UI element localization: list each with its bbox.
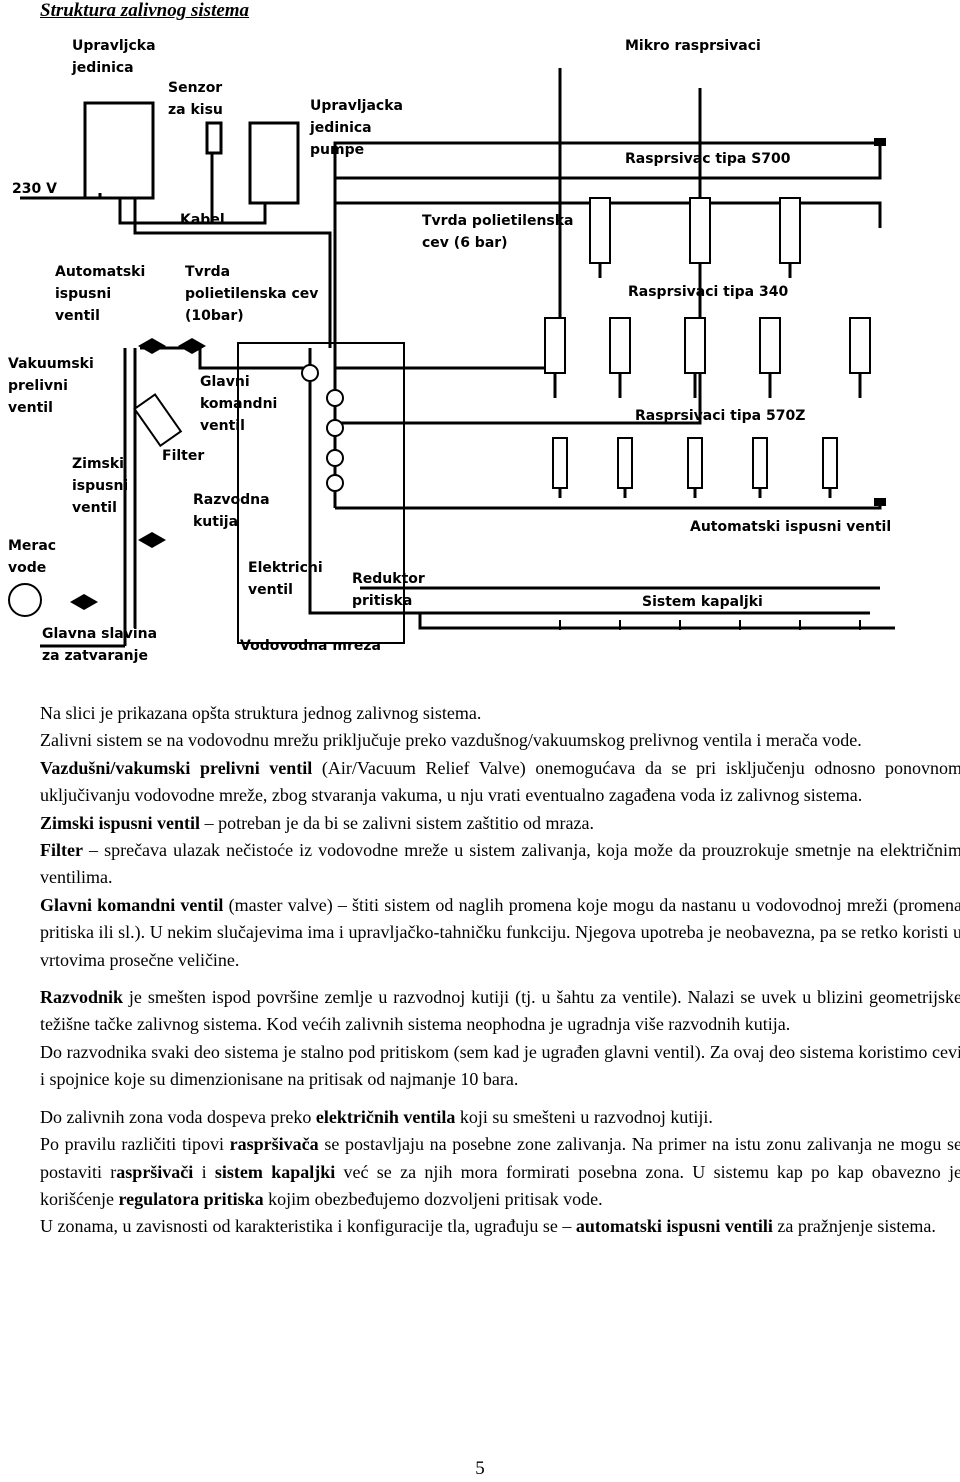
label-pumpe-2: jedinica — [309, 120, 372, 136]
label-230v: 230 V — [12, 181, 57, 197]
label-merac-1: Merac — [8, 538, 56, 554]
label-glavni-1: Glavni — [200, 374, 250, 390]
distribution-box — [237, 342, 405, 644]
label-zimski-3: ventil — [72, 500, 117, 516]
paragraph: Po pravilu različiti tipovi raspršivača … — [40, 1131, 960, 1213]
label-razvodna-1: Razvodna — [193, 492, 270, 508]
paragraph-text: Do razvodnika svaki deo sistema je staln… — [40, 1041, 960, 1090]
paragraph-text: već se za njih mora formirati posebna zo… — [40, 1161, 960, 1209]
label-tip570z: Rasprsivaci tipa 570Z — [635, 408, 805, 424]
label-glavni-3: ventil — [200, 418, 245, 434]
label-automatski-1: Automatski — [55, 264, 145, 280]
label-glavni-2: komandni — [200, 396, 277, 412]
paragraph-text: se postavljaju na posebne zone zalivanja… — [40, 1134, 960, 1182]
label-slavina-1: Glavna slavina — [42, 626, 157, 642]
paragraph-text: (master valve) – štiti sistem od naglih … — [40, 894, 960, 970]
label-mikro: Mikro rasprsivaci — [625, 38, 761, 54]
bold-term: aspršivači — [116, 1161, 194, 1182]
paragraph-text: (Air/Vacuum Relief Valve) onemogućava da… — [40, 757, 960, 806]
label-elektricni-1: Elektricni — [248, 560, 323, 576]
label-elektricni-2: ventil — [248, 582, 293, 598]
bold-term: električnih ventila — [315, 1106, 456, 1127]
label-upravljacka-2: jedinica — [71, 60, 134, 76]
section-heading: Struktura zalivnog sistema — [40, 0, 250, 21]
irrigation-system-diagram: Upravljcka jedinica Senzor za kisu Uprav… — [8, 38, 895, 664]
bold-term: Zimski ispusni ventil — [40, 812, 201, 833]
label-pumpe-3: pumpe — [310, 142, 364, 158]
bold-term: Glavni komandni ventil — [40, 894, 224, 915]
label-tvrda6-2: cev (6 bar) — [422, 235, 508, 251]
bold-term: automatski ispusni ventili — [575, 1216, 773, 1237]
paragraph: Filter – sprečava ulazak nečistoće iz vo… — [40, 837, 960, 892]
label-vakuumski-2: prelivni — [8, 378, 68, 394]
label-vodovodna-mreza: Vodovodna mreza — [240, 638, 381, 654]
label-kabel: Kabel — [180, 212, 225, 228]
label-automatski-2: ispusni — [55, 286, 111, 302]
label-tvrda10-2: polietilenska cev — [185, 286, 318, 302]
paragraph: Na slici je prikazana opšta struktura je… — [40, 700, 960, 727]
paragraph: Zimski ispusni ventil – potreban je da b… — [40, 810, 960, 837]
paragraph: Do zalivnih zona voda dospeva preko elek… — [40, 1104, 960, 1131]
rain-sensor — [205, 121, 223, 155]
paragraph: Do razvodnika svaki deo sistema je staln… — [40, 1039, 960, 1094]
label-tvrda6-1: Tvrda polietilenska — [422, 213, 574, 229]
paragraph-text: U zonama, u zavisnosti od karakteristika… — [40, 1216, 576, 1237]
bold-term: Filter — [40, 840, 83, 861]
paragraph-text: Zalivni sistem se na vodovodnu mrežu pri… — [40, 730, 862, 751]
bold-term: Vazdušni/vakumski prelivni ventil — [40, 757, 313, 778]
label-zimski-2: ispusni — [72, 478, 128, 494]
paragraph: U zonama, u zavisnosti od karakteristika… — [40, 1213, 960, 1240]
label-tvrda10-1: Tvrda — [185, 264, 230, 280]
pump-controller-box — [248, 121, 300, 205]
bold-term: Razvodnik — [40, 987, 124, 1008]
label-reduktor-1: Reduktor — [352, 571, 425, 587]
label-automatski-3: ventil — [55, 308, 100, 324]
label-kapaljke: Sistem kapaljki — [642, 594, 763, 610]
paragraph: Zalivni sistem se na vodovodnu mrežu pri… — [40, 727, 960, 754]
paragraph-text: i — [193, 1161, 215, 1182]
paragraph: Vazdušni/vakumski prelivni ventil (Air/V… — [40, 755, 960, 810]
label-reduktor-2: pritiska — [352, 593, 412, 609]
bold-term: raspršivača — [229, 1134, 319, 1155]
label-merac-2: vode — [8, 560, 46, 576]
controller-box — [83, 101, 155, 200]
label-tvrda10-3: (10bar) — [185, 308, 244, 324]
paragraph: Glavni komandni ventil (master valve) – … — [40, 892, 960, 974]
label-vakuumski-1: Vakuumski — [8, 356, 94, 372]
label-pumpe-1: Upravljacka — [310, 98, 403, 114]
label-upravljacka-1: Upravljcka — [72, 38, 156, 54]
paragraph-text: koji su smešteni u razvodnoj kutiji. — [455, 1106, 713, 1127]
label-razvodna-2: kutija — [193, 514, 238, 530]
label-senzor-1: Senzor — [168, 80, 222, 96]
label-vakuumski-3: ventil — [8, 400, 53, 416]
bold-term: regulatora pritiska — [118, 1188, 264, 1209]
paragraph-text: Po pravilu različiti tipovi — [40, 1134, 230, 1155]
label-s700: Rasprsivac tipa S700 — [625, 151, 791, 167]
label-zimski-1: Zimski — [72, 456, 124, 472]
page-number: 5 — [475, 1458, 485, 1479]
label-automatski-desno: Automatski ispusni ventil — [690, 519, 891, 535]
paragraph-text: je smešten ispod površine zemlje u razvo… — [40, 987, 960, 1035]
label-tip340: Rasprsivaci tipa 340 — [628, 284, 788, 300]
paragraph-text: Do zalivnih zona voda dospeva preko — [40, 1106, 316, 1127]
paragraph-text: Na slici je prikazana opšta struktura je… — [40, 703, 482, 723]
body-text: Na slici je prikazana opšta struktura je… — [40, 700, 960, 1241]
paragraph-text: za pražnjenje sistema. — [772, 1216, 936, 1237]
label-filter: Filter — [162, 448, 204, 464]
label-slavina-2: za zatvaranje — [42, 648, 148, 664]
paragraph-text: – potreban je da bi se zalivni sistem za… — [200, 812, 594, 833]
paragraph-text: kojim obezbeđujemo dozvoljeni pritisak v… — [263, 1188, 603, 1209]
paragraph: Razvodnik je smešten ispod površine zeml… — [40, 984, 960, 1039]
bold-term: sistem kapaljki — [214, 1161, 336, 1182]
label-senzor-2: za kisu — [168, 102, 223, 118]
paragraph-text: – sprečava ulazak nečistoće iz vodovodne… — [40, 840, 960, 888]
